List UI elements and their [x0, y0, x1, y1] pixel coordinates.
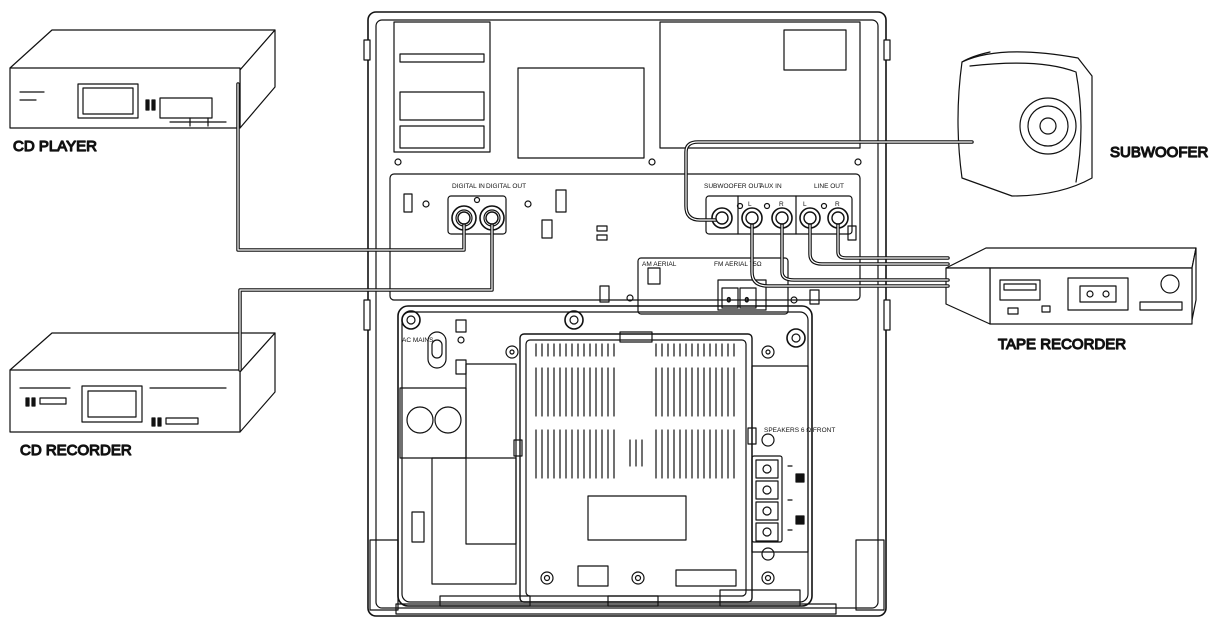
fm-aerial-label: FM AERIAL 75Ω — [714, 261, 762, 268]
speakers-label: SPEAKERS 6 Ω FRONT — [764, 427, 835, 434]
cd-player-label: CD PLAYER — [13, 138, 97, 155]
radiator-slots — [535, 343, 735, 479]
main-unit-rear: 0 0 — [363, 11, 891, 617]
am-aerial-label: AM AERIAL — [642, 261, 677, 268]
aux-in-label: AUX IN — [760, 183, 782, 190]
cd-player-illustration — [9, 29, 276, 129]
aux-left-label: L — [748, 201, 752, 208]
cd-recorder-illustration — [9, 332, 276, 433]
cable-highlights — [237, 83, 973, 371]
panel-labels: DIGITAL IN DIGITAL OUT SUBWOOFER OUT AUX… — [402, 183, 844, 434]
digital-out-label: DIGITAL OUT — [486, 183, 526, 190]
svg-text:0: 0 — [727, 297, 731, 304]
plugs — [457, 211, 845, 225]
tape-recorder-label: TAPE RECORDER — [998, 336, 1126, 353]
tape-recorder-illustration — [945, 247, 1197, 325]
cd-recorder-label: CD RECORDER — [20, 442, 132, 459]
svg-text:0: 0 — [745, 297, 749, 304]
aux-right-label: R — [779, 201, 784, 208]
line-left-label: L — [803, 201, 807, 208]
subwoofer-label: SUBWOOFER — [1110, 144, 1209, 161]
subwoofer-out-label: SUBWOOFER OUT — [704, 183, 762, 190]
ac-mains-label: AC MAINS ~ — [402, 337, 439, 344]
digital-in-label: DIGITAL IN — [452, 183, 485, 190]
line-right-label: R — [835, 201, 840, 208]
subwoofer-illustration — [957, 51, 1093, 197]
line-out-label: LINE OUT — [814, 183, 844, 190]
